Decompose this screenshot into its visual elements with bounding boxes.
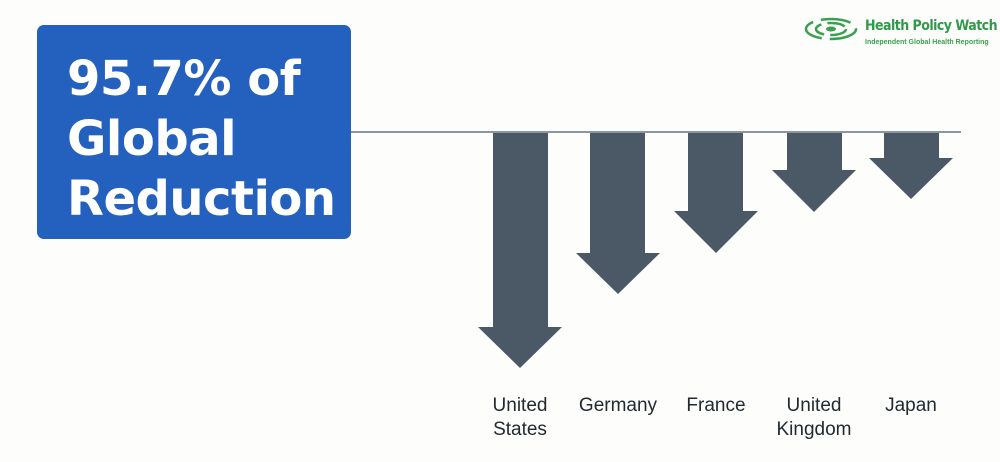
callout-line-3: Reduction (67, 171, 336, 227)
callout-line-2: Global (67, 111, 237, 167)
arrow-france (674, 133, 758, 253)
label-united-states: United States (470, 394, 570, 442)
logo-rings-icon (804, 17, 858, 41)
label-line: States (493, 419, 547, 440)
global-reduction-callout: 95.7% of Global Reduction (37, 25, 351, 239)
label-france: France (666, 394, 766, 418)
callout-line-1: 95.7% of (67, 51, 301, 107)
label-japan: Japan (861, 394, 961, 418)
chart-baseline (351, 131, 961, 133)
label-line: United (492, 395, 548, 416)
label-line: France (686, 395, 746, 416)
arrow-united-kingdom (772, 133, 856, 212)
label-line: Kingdom (776, 419, 852, 440)
label-line: Germany (578, 395, 658, 416)
health-policy-watch-logo: Health Policy Watch Independent Global H… (803, 14, 998, 54)
logo-title: Health Policy Watch (865, 18, 998, 34)
label-line: United (786, 395, 842, 416)
label-germany: Germany (568, 394, 668, 418)
label-united-kingdom: United Kingdom (764, 394, 864, 442)
label-line: Japan (885, 395, 937, 416)
arrow-united-states (478, 133, 562, 368)
logo-subtitle: Independent Global Health Reporting (865, 39, 989, 46)
arrow-japan (869, 133, 953, 199)
arrow-germany (576, 133, 660, 294)
